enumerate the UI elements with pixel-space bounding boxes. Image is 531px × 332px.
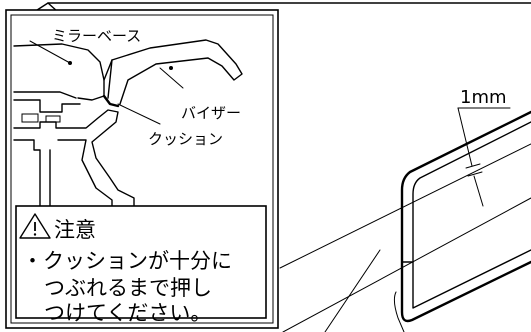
leader-mirror-base: [29, 40, 71, 64]
caution-line-1: ・クッションが十分に: [22, 249, 232, 273]
guide-line-lower: [282, 197, 531, 332]
leader-mirror-base-dot: [68, 61, 72, 65]
caution-title: 注意: [54, 218, 96, 242]
visor-arm-edge: [107, 59, 113, 99]
dimension-leader-upper: [457, 107, 473, 167]
leader-visor: [159, 67, 184, 89]
mirror-clip-outer: [13, 109, 135, 209]
label-cushion: クッション: [148, 130, 223, 148]
visor-panel-inner: [412, 121, 531, 309]
caution-line-2: つぶれるまで押し: [44, 276, 212, 300]
mirror-base-body: [13, 43, 105, 101]
dimension-gap-label: 1mm: [460, 87, 507, 108]
label-mirror-base: ミラーベース: [52, 27, 141, 45]
caution-box: [15, 205, 267, 319]
visor-panel-tab: [393, 291, 405, 332]
mirror-base-slot: [21, 113, 39, 123]
guide-line-upper: [279, 143, 531, 269]
mirror-base-lower-edge: [13, 91, 77, 99]
visor-gap-detail: 1mm: [33, 2, 531, 332]
leader-cushion: [117, 103, 161, 125]
mirror-clip-inner: [57, 139, 113, 209]
label-visor: バイザー: [181, 104, 241, 122]
leader-visor-dot: [169, 66, 173, 70]
inset-frame-inner: [10, 14, 274, 324]
visor-panel-outer: [400, 110, 531, 323]
visor-arm: [103, 39, 243, 105]
guide-line-short: [324, 249, 381, 332]
mirror-clip-post: [13, 139, 41, 209]
dimension-tick-upper: [465, 163, 481, 169]
dimension-tick-lower: [467, 171, 483, 177]
warning-triangle-icon: [19, 213, 51, 239]
cushion-pad: [102, 94, 120, 108]
mirror-base-step: [13, 99, 81, 113]
inset-panel: ミラーベース バイザー クッション 注意 ・クッションが十分に つぶれるまで押し…: [5, 9, 279, 329]
caution-line-3: つけてください。: [44, 301, 211, 325]
dimension-leader-lower: [473, 175, 484, 207]
